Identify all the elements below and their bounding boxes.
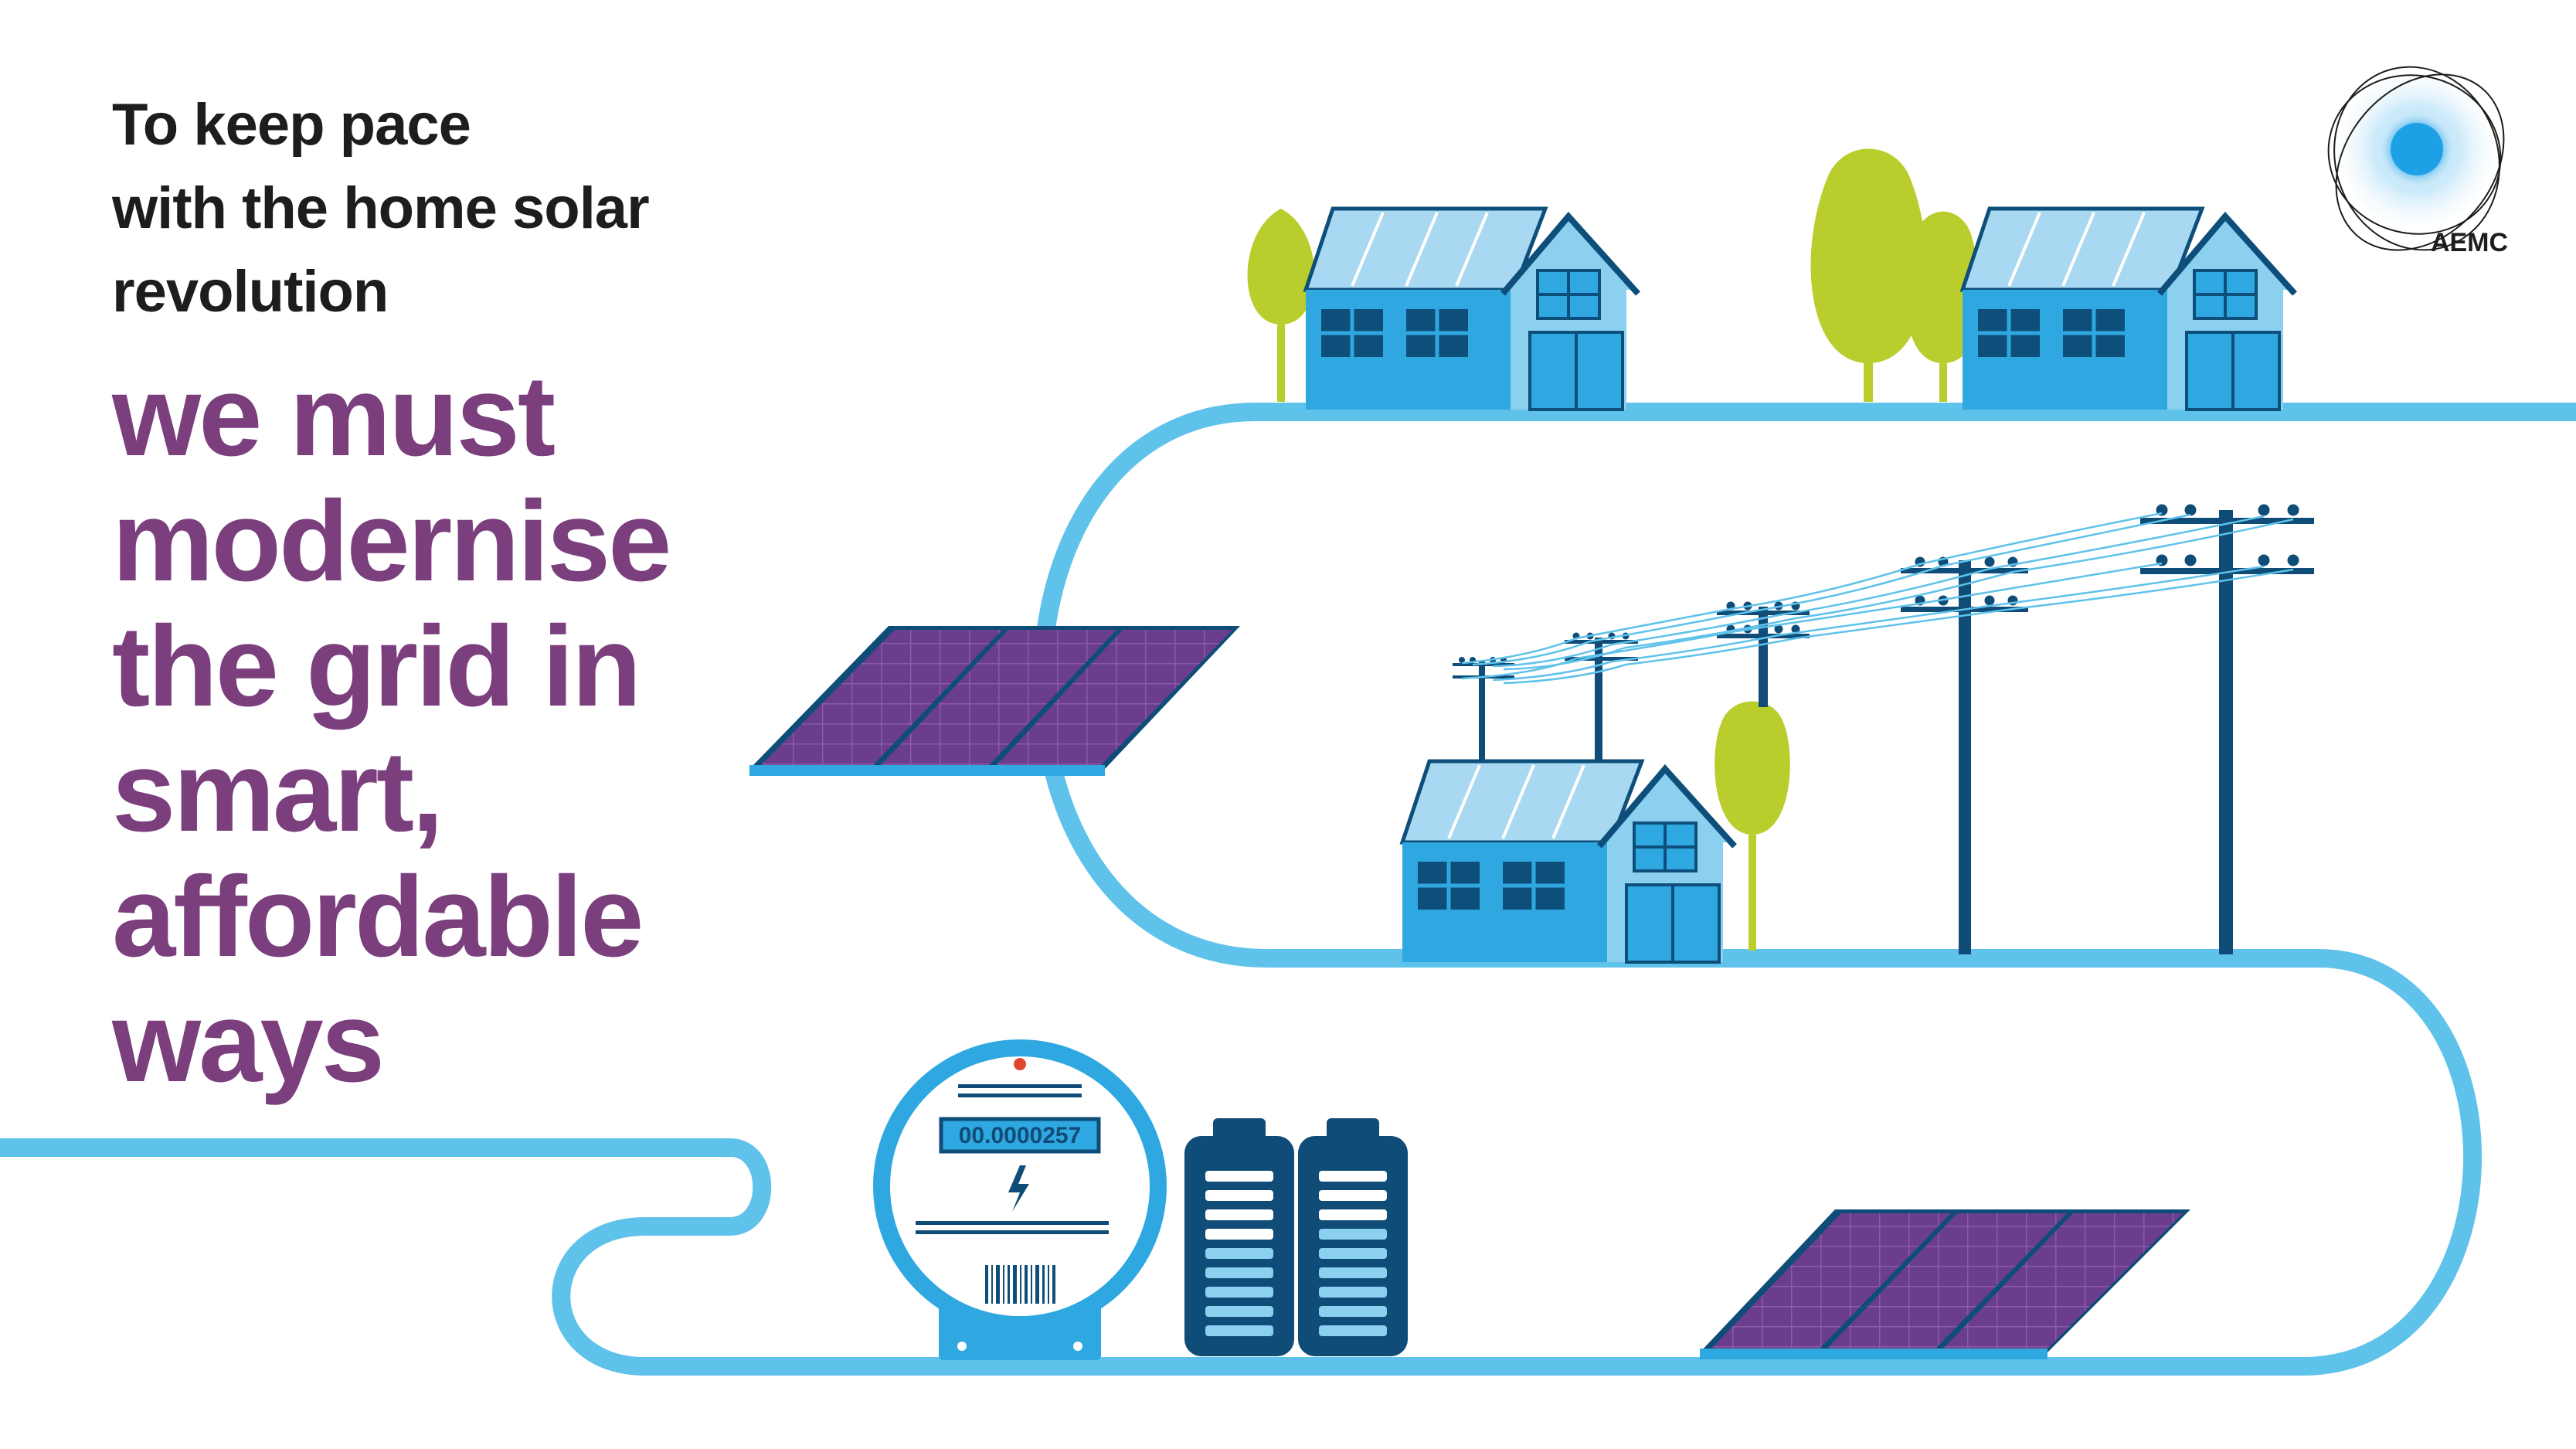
solar-panel-icon [749, 626, 1240, 776]
power-pole-icon [2140, 504, 2314, 954]
tree-icon [1715, 701, 1790, 951]
statement-line-3: the grid in [112, 603, 641, 730]
aemc-logo: AEMC [2327, 66, 2508, 257]
tree-icon [1247, 209, 1315, 402]
power-lines [1453, 504, 2314, 954]
barcode-icon [985, 1265, 1055, 1304]
headline-statement: we must modernise the grid in smart, aff… [112, 354, 807, 1105]
statement-line-4: smart, [112, 728, 443, 855]
battery-icon [1184, 1118, 1294, 1356]
battery-icon [1298, 1118, 1408, 1356]
wires [1461, 512, 2294, 685]
statement-line-6: ways [112, 978, 385, 1106]
statement-line-2: modernise [112, 478, 671, 605]
intro-line-2: with the home solar [112, 175, 650, 241]
tree-icon [1810, 148, 1927, 402]
meter-reading: 00.0000257 [959, 1123, 1082, 1148]
power-pole-icon [1453, 657, 1514, 761]
house-icon [1402, 761, 1735, 962]
house-icon [1306, 209, 1638, 410]
intro-line-3: revolution [112, 259, 389, 325]
logo-text: AEMC [2431, 228, 2508, 257]
smart-meter-icon: 00.0000257 [873, 1039, 1167, 1360]
intro-line-1: To keep pace [112, 92, 471, 158]
statement-line-1: we must [112, 352, 556, 480]
power-pole-icon [1901, 556, 2028, 954]
tree-icon [1905, 211, 1981, 402]
power-pole-icon [1565, 632, 1638, 761]
house-icon [1963, 209, 2295, 410]
headline: To keep pace with the home solar revolut… [112, 83, 807, 1105]
headline-intro: To keep pace with the home solar revolut… [112, 83, 807, 334]
lightning-icon [1008, 1165, 1029, 1212]
solar-panel-icon [1700, 1209, 2190, 1359]
statement-line-5: affordable [112, 853, 644, 981]
